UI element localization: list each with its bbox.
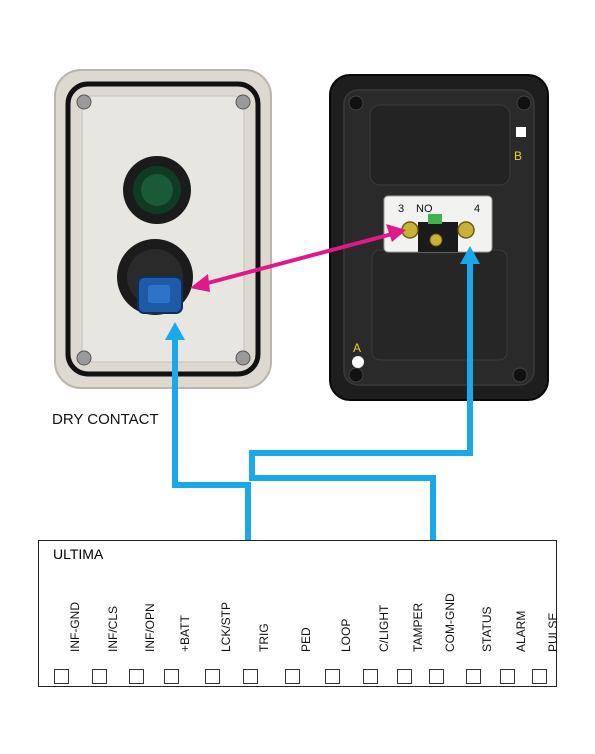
terminal-label: TRIG [257,623,271,652]
terminal-label: INF/CLS [106,605,120,652]
ultima-terminal-panel: ULTIMA INF-GND INF/CLS INF/OPN +BATT LCK/STP… [38,540,560,688]
terminal-inf-opn: INF/OPN [128,541,158,688]
pushbutton-box [54,69,272,389]
terminal-label: TAMPER [411,602,425,652]
terminal-checkbox [243,669,258,684]
blue-wire-trig-top-arrow [165,322,185,340]
switch-terminal-4-label: 4 [474,203,480,215]
screw-icon [76,350,92,366]
terminal-pulse: PULSE [531,541,561,688]
corner-label-a: A [353,341,361,355]
terminal-checkbox [92,669,107,684]
terminal-lck-stp: LCK/STP [204,541,234,688]
terminal-checkbox [325,669,340,684]
terminal-label: +BATT [178,615,192,652]
terminal-label: LOOP [339,618,353,652]
terminal-label: C/LIGHT [377,604,391,652]
terminal-inf-cls: INF/CLS [91,541,121,688]
terminal--batt: +BATT [163,541,193,688]
terminal-checkbox [54,669,69,684]
terminal-label: LCK/STP [219,601,233,652]
terminal-com-gnd: COM-GND [428,541,458,688]
switch-no-label: NO [416,203,433,215]
terminal-checkbox [129,669,144,684]
terminal-status: STATUS [465,541,495,688]
terminal-alarm: ALARM [499,541,529,688]
switch-terminal-3-label: 3 [398,203,404,215]
terminal-label: STATUS [480,606,494,652]
terminal-checkbox [500,669,515,684]
terminal-label: INF/OPN [143,603,157,652]
dry-contact-caption: DRY CONTACT [52,411,159,428]
blue-wire-com-gnd-top-arrow [460,246,480,264]
terminal-checkbox [164,669,179,684]
terminal-c-light: C/LIGHT [362,541,392,688]
terminal-ped: PED [284,541,314,688]
terminal-tamper: TAMPER [396,541,426,688]
blue-wire-com-gnd [249,262,473,578]
magenta-link-arrow [190,224,406,292]
corner-label-b: B [514,149,522,163]
terminal-label: ALARM [514,610,528,652]
terminal-checkbox [205,669,220,684]
terminal-label: PED [299,627,313,652]
terminal-loop: LOOP [324,541,354,688]
terminal-checkbox [532,669,547,684]
terminal-inf-gnd: INF-GND [53,541,83,688]
terminal-4-screw-icon [457,221,475,239]
screw-icon [76,94,92,110]
terminal-trig: TRIG [242,541,272,688]
terminal-checkbox [397,669,412,684]
screw-icon [235,94,251,110]
terminal-label: COM-GND [443,593,457,652]
terminal-label: INF-GND [68,602,82,652]
black-enclosure: 3 NO 4 A B [329,74,549,401]
terminal-checkbox [429,669,444,684]
terminal-checkbox [285,669,300,684]
terminal-checkbox [466,669,481,684]
terminal-label: PULSE [546,612,560,652]
terminal-checkbox [363,669,378,684]
panel-title: ULTIMA [53,546,104,562]
screw-icon [235,350,251,366]
